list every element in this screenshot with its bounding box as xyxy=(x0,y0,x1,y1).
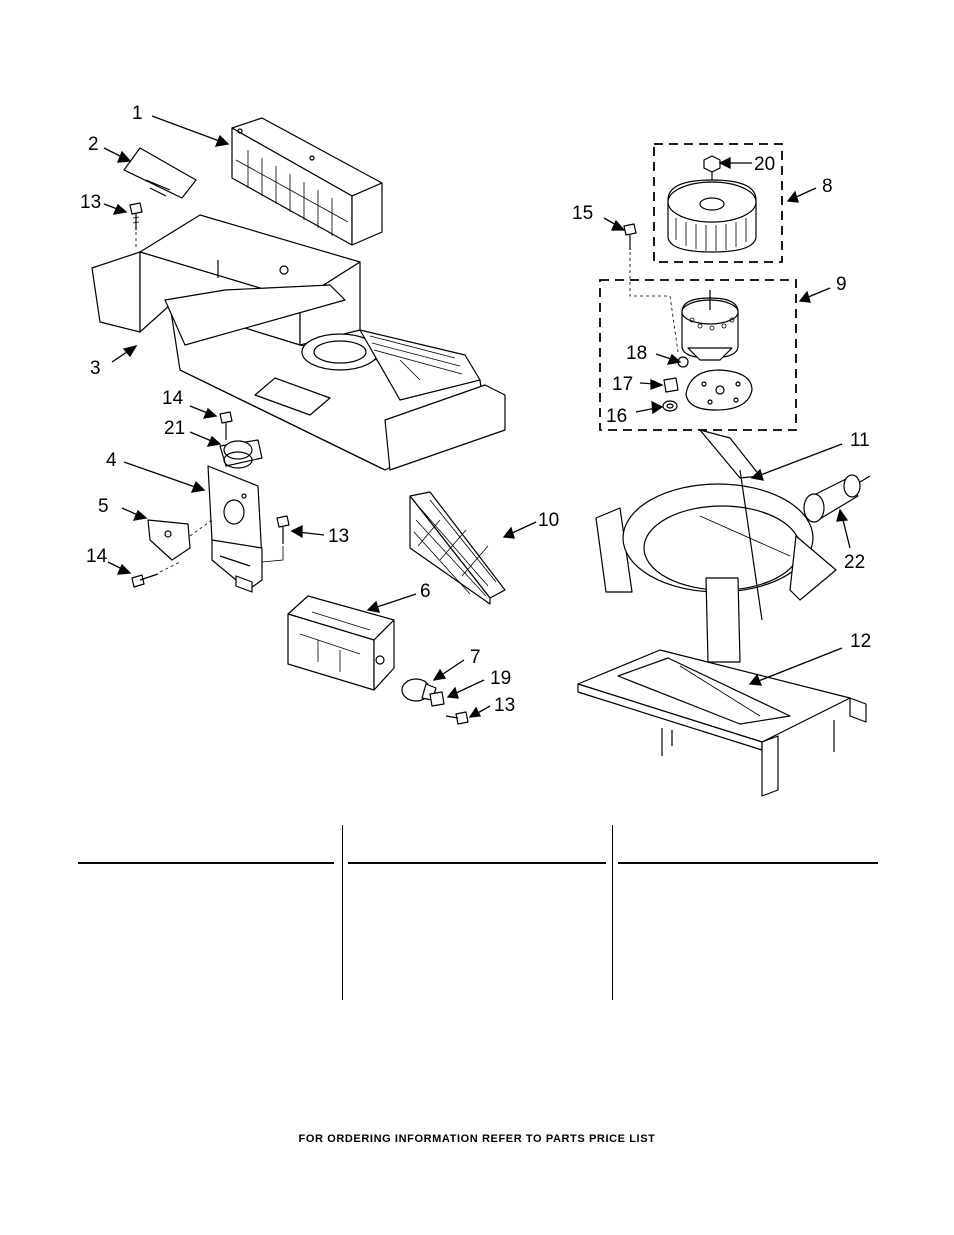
part-13-screw-top xyxy=(129,202,143,250)
part-9-group-box xyxy=(599,279,797,431)
callout-5: 5 xyxy=(98,496,109,517)
table-divider-2 xyxy=(612,825,613,1000)
part-2-bracket xyxy=(123,147,197,199)
part-14-screw-low xyxy=(131,561,181,588)
callout-16: 16 xyxy=(606,406,627,427)
callout-14-mid: 14 xyxy=(162,388,184,409)
table-divider-1 xyxy=(342,825,343,1000)
callout-labels: 1 2 13 3 14 21 4 5 13 14 10 6 7 19 13 20… xyxy=(80,103,871,716)
callout-21: 21 xyxy=(164,418,185,439)
callout-22: 22 xyxy=(844,552,865,573)
part-11-blower-housing xyxy=(595,429,837,663)
part-15-screw xyxy=(623,223,679,353)
table-column-rule-1 xyxy=(78,862,334,864)
part-20-nut xyxy=(703,155,721,198)
callout-13-top: 13 xyxy=(80,192,101,213)
part-13-screw-bottom xyxy=(445,711,469,725)
exploded-parts-diagram: 1 2 13 3 14 21 4 5 13 14 10 6 7 19 13 20… xyxy=(80,103,871,797)
callout-4: 4 xyxy=(106,450,117,471)
part-8-group-box xyxy=(653,143,783,263)
parts-table xyxy=(78,825,878,1000)
part-21-thermostat xyxy=(219,439,263,469)
part-13-screw-mid xyxy=(261,515,290,563)
leader-arrows xyxy=(103,115,851,718)
part-9-motor xyxy=(681,290,739,361)
part-12-base-plate xyxy=(577,649,867,797)
callout-13-bottom: 13 xyxy=(494,695,515,716)
part-19-socket xyxy=(429,691,445,707)
callout-19: 19 xyxy=(490,668,511,689)
table-column-rule-3 xyxy=(618,862,878,864)
callout-6: 6 xyxy=(420,581,431,602)
part-16-washer xyxy=(662,400,678,412)
callout-10: 10 xyxy=(538,510,559,531)
callout-2: 2 xyxy=(88,134,99,155)
part-6-lamp-housing xyxy=(287,595,395,691)
part-3-base-pan xyxy=(91,214,506,471)
callout-12: 12 xyxy=(850,631,871,652)
part-5-clamp xyxy=(147,519,213,561)
part-22-capacitor xyxy=(803,474,871,523)
part-4-bracket-plate xyxy=(207,465,263,593)
callout-15: 15 xyxy=(572,203,593,224)
motor-mount-plate xyxy=(685,369,753,411)
part-14-screw-mid xyxy=(219,411,233,440)
callout-20: 20 xyxy=(754,154,775,175)
part-17-clip xyxy=(663,377,679,393)
table-column-3 xyxy=(618,825,878,1000)
callout-9: 9 xyxy=(836,274,847,295)
footer-note: FOR ORDERING INFORMATION REFER TO PARTS … xyxy=(298,1133,656,1145)
callout-14-low: 14 xyxy=(86,546,108,567)
part-7-bulb xyxy=(401,678,437,702)
part-10-grille xyxy=(409,491,506,605)
part-1-duct-box xyxy=(231,117,383,246)
callout-13-mid: 13 xyxy=(328,526,349,547)
callout-3: 3 xyxy=(90,358,101,379)
callout-7: 7 xyxy=(470,647,481,668)
table-column-2 xyxy=(348,825,606,1000)
table-column-rule-2 xyxy=(348,862,606,864)
callout-8: 8 xyxy=(822,176,833,197)
callout-18: 18 xyxy=(626,343,647,364)
table-column-1 xyxy=(78,825,334,1000)
part-8-blower-wheel xyxy=(667,179,757,253)
callout-17: 17 xyxy=(612,374,633,395)
callout-1: 1 xyxy=(132,103,143,124)
callout-11: 11 xyxy=(850,430,870,451)
